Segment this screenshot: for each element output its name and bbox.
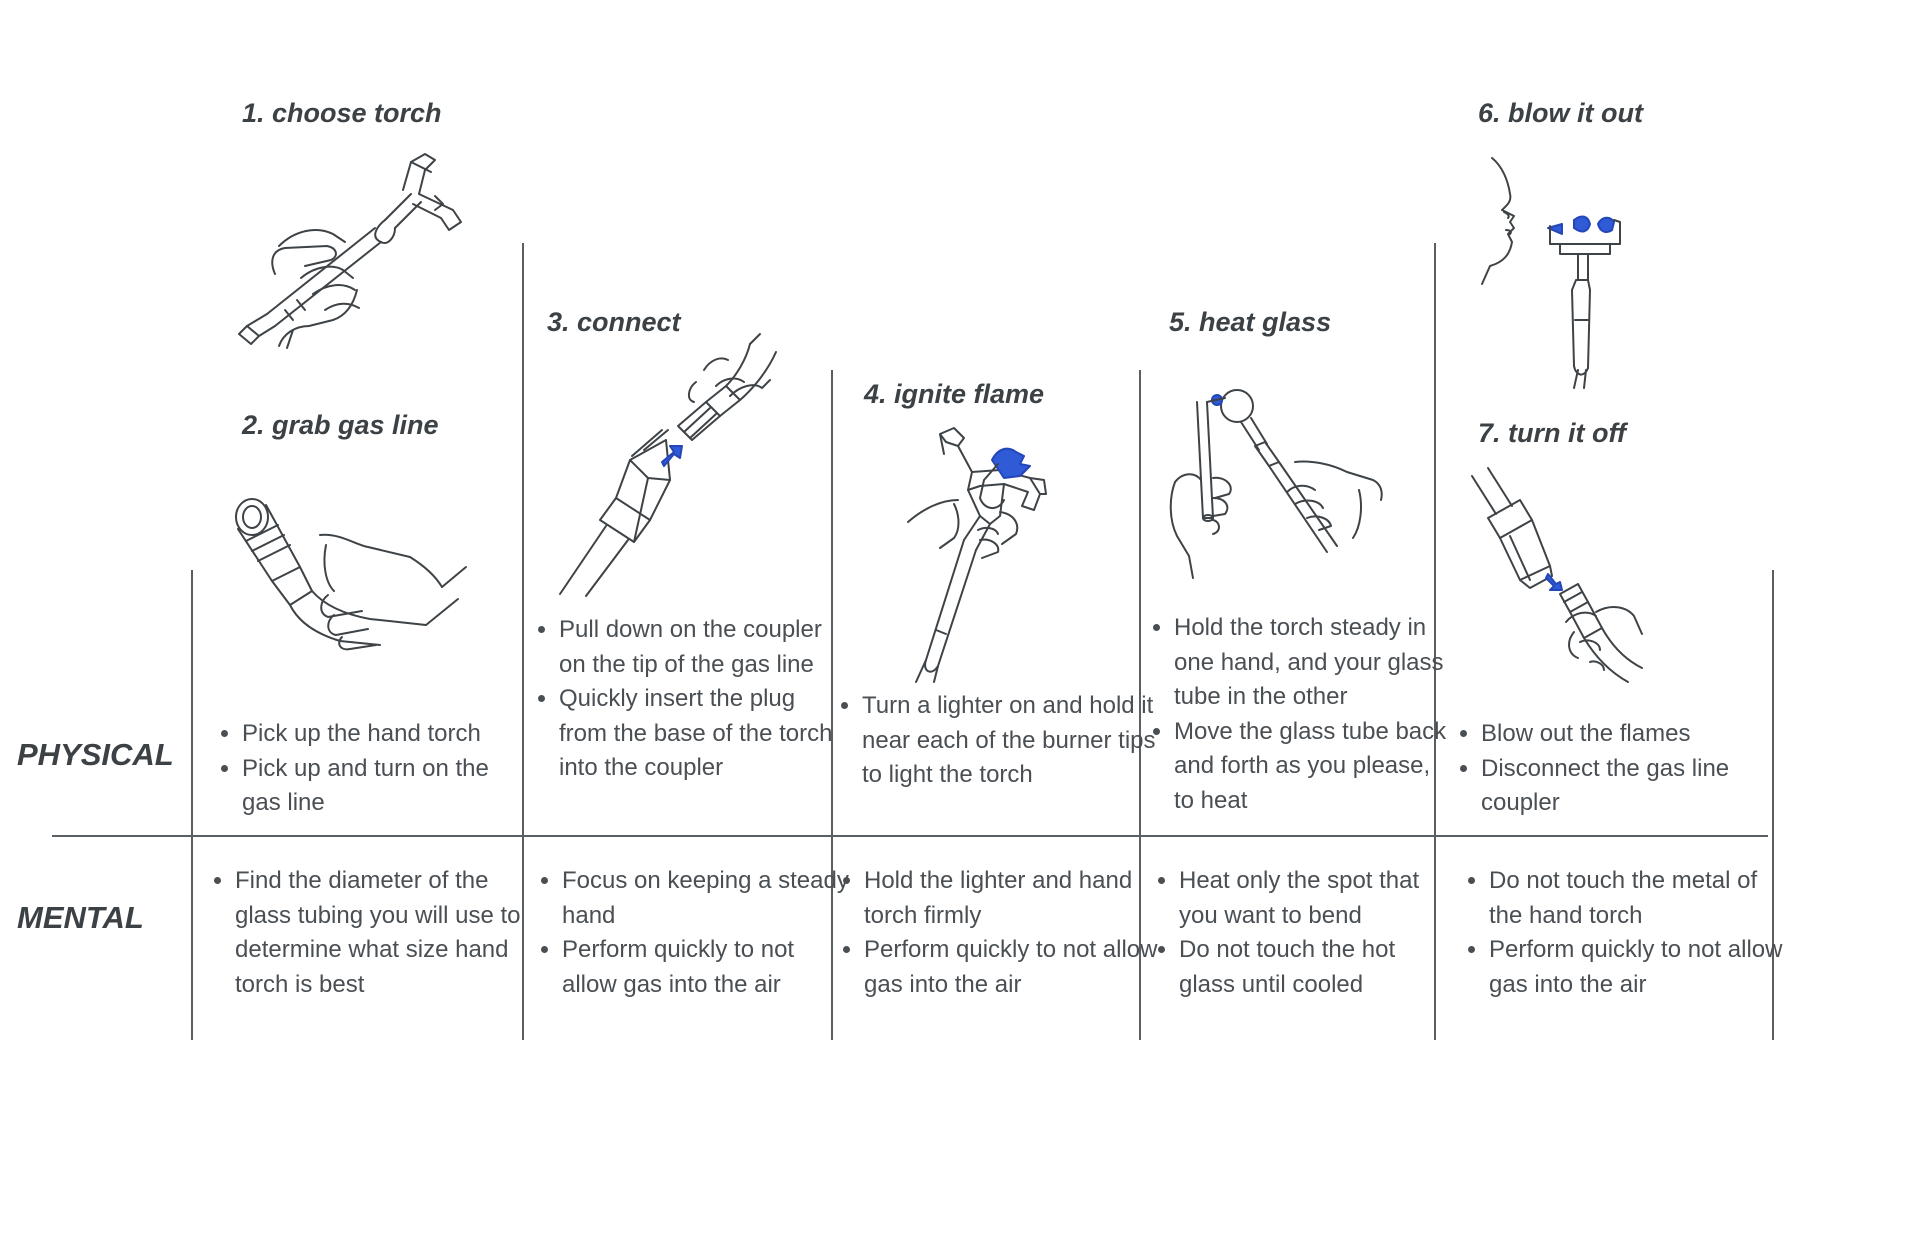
list-item: Pull down on the coupler on the tip of t… [559,613,849,682]
column-divider-6 [1772,570,1774,1040]
list-item: Pick up the hand torch [242,717,532,752]
list-item: Quickly insert the plug from the base of… [559,682,849,786]
physical-list-col3: Turn a lighter on and hold it near each … [838,689,1158,793]
mental-list-col5: Do not touch the metal of the hand torch… [1465,864,1793,1002]
connect-plug-icon [559,333,777,597]
step-title-turn-it-off: 7. turn it off [1478,418,1626,448]
disconnect-coupler-icon [1471,467,1643,683]
step-title-heat-glass: 5. heat glass [1169,307,1332,337]
mental-list-col1: Find the diameter of the glass tubing yo… [211,864,541,1002]
column-divider-3 [831,370,833,1040]
column-divider-2 [522,243,524,1040]
row-label-physical: PHYSICAL [17,737,174,772]
column-divider-5 [1434,243,1436,1040]
heat-glass-icon [1169,389,1383,579]
physical-list-col2: Pull down on the coupler on the tip of t… [535,613,849,786]
step-title-choose-torch: 1. choose torch [242,98,442,128]
physical-list-col1: Pick up the hand torch Pick up and turn … [218,717,532,821]
list-item: Move the glass tube back and forth as yo… [1174,715,1456,819]
list-item: Perform quickly to not allow gas into th… [1489,933,1793,1002]
list-item: Do not touch the metal of the hand torch [1489,864,1793,933]
row-divider [52,835,1768,837]
step-title-grab-gas-line: 2. grab gas line [242,410,439,440]
row-label-mental: MENTAL [17,900,144,935]
list-item: Hold the lighter and hand torch firmly [864,864,1160,933]
list-item: Hold the torch steady in one hand, and y… [1174,611,1456,715]
gas-line-coupler-icon [235,498,467,651]
column-divider-4 [1139,370,1141,1040]
list-item: Blow out the flames [1481,717,1791,752]
list-item: Disconnect the gas line coupler [1481,752,1791,821]
list-item: Find the diameter of the glass tubing yo… [235,864,541,1002]
physical-list-col5: Blow out the flames Disconnect the gas l… [1457,717,1791,821]
list-item: Perform quickly to not allow gas into th… [864,933,1160,1002]
mental-list-col4: Heat only the spot that you want to bend… [1155,864,1457,1002]
step-title-connect: 3. connect [547,307,681,337]
mental-list-col2: Focus on keeping a steady hand Perform q… [538,864,852,1002]
blow-out-face-icon [1481,157,1621,389]
hand-torch-icon [238,153,462,349]
list-item: Turn a lighter on and hold it near each … [862,689,1158,793]
list-item: Do not touch the hot glass until cooled [1179,933,1457,1002]
column-divider-1 [191,570,193,1040]
step-title-ignite-flame: 4. ignite flame [864,379,1045,409]
list-item: Perform quickly to not allow gas into th… [562,933,852,1002]
list-item: Heat only the spot that you want to bend [1179,864,1457,933]
physical-list-col4: Hold the torch steady in one hand, and y… [1150,611,1456,818]
lighter-flame-icon [907,427,1047,683]
list-item: Focus on keeping a steady hand [562,864,852,933]
step-title-blow-it-out: 6. blow it out [1478,98,1643,128]
mental-list-col3: Hold the lighter and hand torch firmly P… [840,864,1160,1002]
list-item: Pick up and turn on the gas line [242,752,532,821]
